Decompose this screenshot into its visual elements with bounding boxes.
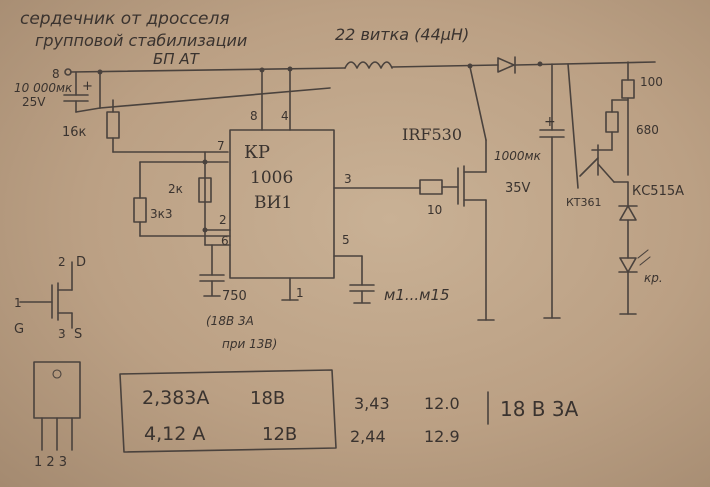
table-r1c2: 18В: [250, 388, 285, 409]
capacitor-m1: [333, 255, 375, 304]
table-r2c1: 4,12 А: [144, 423, 205, 445]
zener-label: КС515А: [632, 184, 684, 199]
output-diode: [497, 56, 516, 74]
mosfet-irf530: [457, 139, 495, 321]
led-label: кр.: [644, 271, 663, 285]
inductor-label: 22 витка (44μН): [335, 25, 469, 44]
result-label: 18 В 3А: [500, 397, 579, 421]
resistor-680: [605, 99, 629, 151]
resistor-16k: [106, 99, 229, 153]
resistor-2k: [198, 177, 212, 203]
resistor-10: [419, 179, 443, 195]
ic-name1: КР: [244, 142, 270, 163]
ic-name2: 1006: [250, 168, 293, 188]
r2k-label: 2к: [168, 182, 183, 196]
junction-dot: [287, 66, 293, 72]
r100-label: 100: [640, 75, 663, 89]
ic-pin2-label: 2: [219, 213, 227, 227]
pinout-d: D: [76, 255, 86, 270]
pinout-n3: 3: [58, 327, 66, 341]
pinout-g: G: [14, 322, 24, 337]
cap-out-label: 1000мк: [494, 149, 542, 163]
cap-out-voltage: 35V: [505, 181, 531, 196]
r10-label: 10: [427, 203, 442, 217]
resistor-3k3: [133, 161, 231, 237]
zener-kc515: [618, 181, 638, 259]
capacitor-750: [199, 244, 225, 297]
cap-out-plus: +: [544, 114, 556, 130]
node-top-label: 8: [52, 67, 60, 81]
ic-body: [229, 129, 335, 279]
drain-wire: [469, 66, 487, 141]
pinout-n1: 1: [14, 296, 22, 310]
ic-pin5-label: 5: [342, 233, 350, 247]
header-line1: сердечник от дросселя: [20, 9, 230, 29]
junction-dot: [467, 63, 473, 69]
ic-pin3-label: 3: [344, 172, 352, 186]
ic-pin8-label: 8: [250, 109, 258, 123]
package-pin-numbers: 1 2 3: [34, 455, 67, 470]
cap-in-label: 10 000мк: [14, 81, 73, 95]
pinout-n2: 2: [58, 255, 66, 269]
ic-pin4-label: 4: [281, 109, 289, 123]
junction-dot: [202, 159, 208, 165]
pinout-s: S: [74, 327, 82, 342]
mosfet-symbol-sketch: [19, 261, 73, 329]
table-r2c2: 12В: [262, 424, 297, 445]
cap-in-plus: +: [82, 79, 93, 94]
input-capacitor: [63, 71, 89, 113]
cap-m1-label: м1...м15: [384, 286, 450, 304]
inductor-coil: [344, 61, 393, 69]
measurement-box: [119, 369, 337, 453]
ic-pin7-label: 7: [217, 139, 225, 153]
r3k3-label: 3к3: [150, 207, 173, 221]
transistor-kt361: [579, 144, 629, 183]
resistor-100: [621, 61, 635, 176]
table-r1c1: 2,383А: [142, 387, 209, 409]
note-line2: при 13В): [222, 337, 277, 351]
table-r2c4: 12.9: [424, 427, 460, 446]
table-r2c3: 2,44: [350, 427, 386, 446]
ic-pin1-label: 1: [296, 286, 304, 300]
junction-dot: [202, 227, 208, 233]
lower-rail-b: [99, 87, 331, 109]
feedback-wire: [567, 63, 579, 189]
to220-package-sketch: [33, 361, 81, 451]
table-r1c3: 3,43: [354, 394, 390, 413]
lower-rail-a: [75, 107, 101, 113]
note-line1: (18В 3А: [206, 314, 254, 328]
header-line2: групповой стабилизации: [35, 31, 247, 50]
r680-label: 680: [636, 123, 659, 137]
header-line3: БП АТ: [153, 50, 201, 68]
ic-name3: ВИ1: [254, 193, 292, 213]
ic-pin6-label: 6: [221, 234, 229, 248]
cap-in-voltage: 25V: [22, 95, 46, 109]
mosfet-label: IRF530: [402, 125, 462, 144]
junction-dot: [537, 61, 543, 67]
table-r1c4: 12.0: [424, 394, 460, 413]
junction-dot: [97, 69, 103, 75]
r16k-label: 16к: [62, 125, 87, 140]
transistor-label: КТ361: [566, 196, 602, 209]
cap750-label: 750: [222, 289, 247, 304]
output-capacitor: [539, 63, 565, 319]
led: [618, 249, 651, 315]
junction-dot: [259, 67, 265, 73]
